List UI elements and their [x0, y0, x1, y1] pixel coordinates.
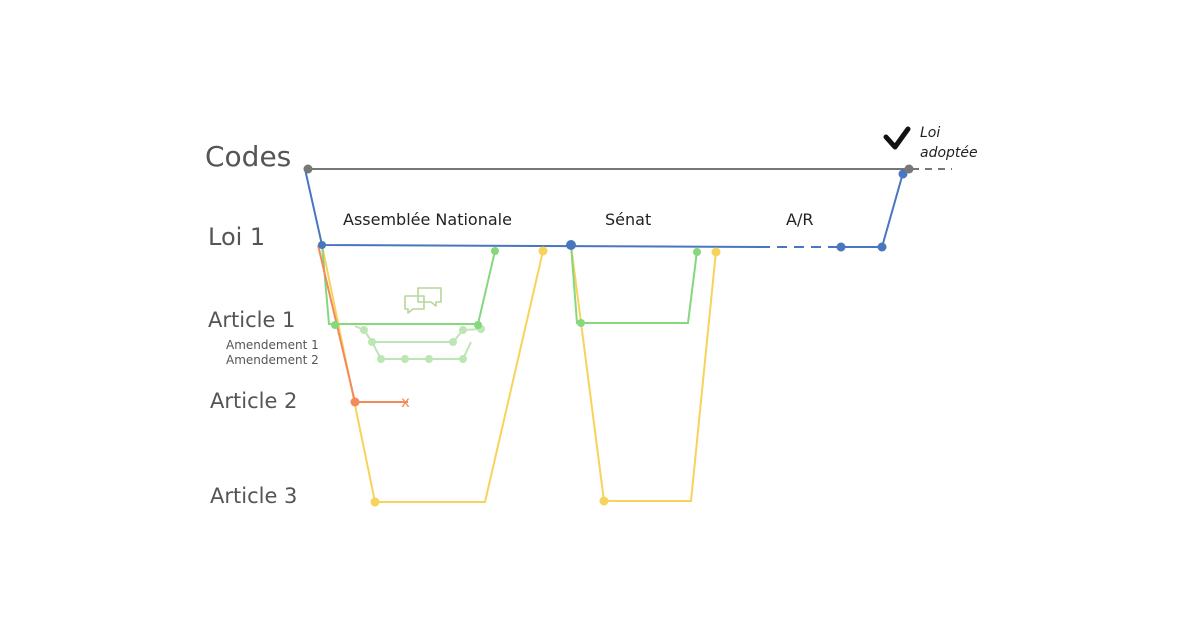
loi-adoptee-line1: Loi — [920, 125, 940, 141]
check-icon — [883, 126, 911, 150]
article3-dot — [599, 496, 609, 506]
ar-label: A/R — [786, 210, 813, 229]
article3-senat-path — [570, 244, 717, 502]
assemblee-nationale-label: Assemblée Nationale — [343, 210, 512, 229]
article3-dots — [370, 246, 721, 507]
article1-senat-path — [570, 244, 698, 324]
article1-label: Article 1 — [208, 308, 295, 332]
loi1-main-line — [304, 168, 761, 248]
amendment-dot — [459, 326, 467, 334]
article1-dot — [577, 319, 585, 327]
article1-dot — [693, 248, 701, 256]
amendement1-label: Amendement 1 — [226, 338, 319, 352]
loi1-dot — [318, 241, 326, 249]
loi-adoptee-line2: adoptée — [920, 145, 978, 161]
amendment-dots — [360, 325, 485, 363]
loi1-dot — [836, 242, 846, 252]
article3-dot — [370, 497, 380, 507]
senat-label: Sénat — [605, 210, 651, 229]
article1-dot — [491, 247, 499, 255]
amendment-dot — [401, 355, 409, 363]
article3-assemblee-path — [321, 244, 544, 503]
codes-dots — [303, 164, 914, 174]
article1-assemblee-path — [321, 244, 496, 325]
speech-bubbles-icon — [404, 287, 442, 314]
loi1-final-line — [841, 172, 904, 248]
loi1-label: Loi 1 — [208, 223, 265, 251]
article2-label: Article 2 — [210, 389, 297, 413]
article1-dot — [474, 321, 482, 329]
codes-label: Codes — [205, 140, 291, 173]
amendment-dot — [459, 355, 467, 363]
article3-dot — [538, 246, 548, 256]
amendment-dot — [377, 355, 385, 363]
amendment-dot — [368, 338, 376, 346]
article2-dot — [350, 397, 360, 407]
loi1-dot — [898, 169, 908, 179]
article3-dot — [711, 247, 721, 257]
article1-dot — [331, 321, 339, 329]
amendment-dot — [425, 355, 433, 363]
amendment-dot — [449, 338, 457, 346]
loi1-dots — [318, 169, 908, 252]
codes-dot — [904, 164, 914, 174]
loi1-dot — [566, 240, 576, 250]
codes-dot — [303, 164, 313, 174]
amendment-dot — [360, 326, 368, 334]
article2-rejected-mark: x — [401, 393, 410, 411]
loi1-dot — [877, 242, 887, 252]
article3-label: Article 3 — [210, 484, 297, 508]
amendement2-label: Amendement 2 — [226, 353, 319, 367]
article1-dots — [331, 247, 701, 329]
